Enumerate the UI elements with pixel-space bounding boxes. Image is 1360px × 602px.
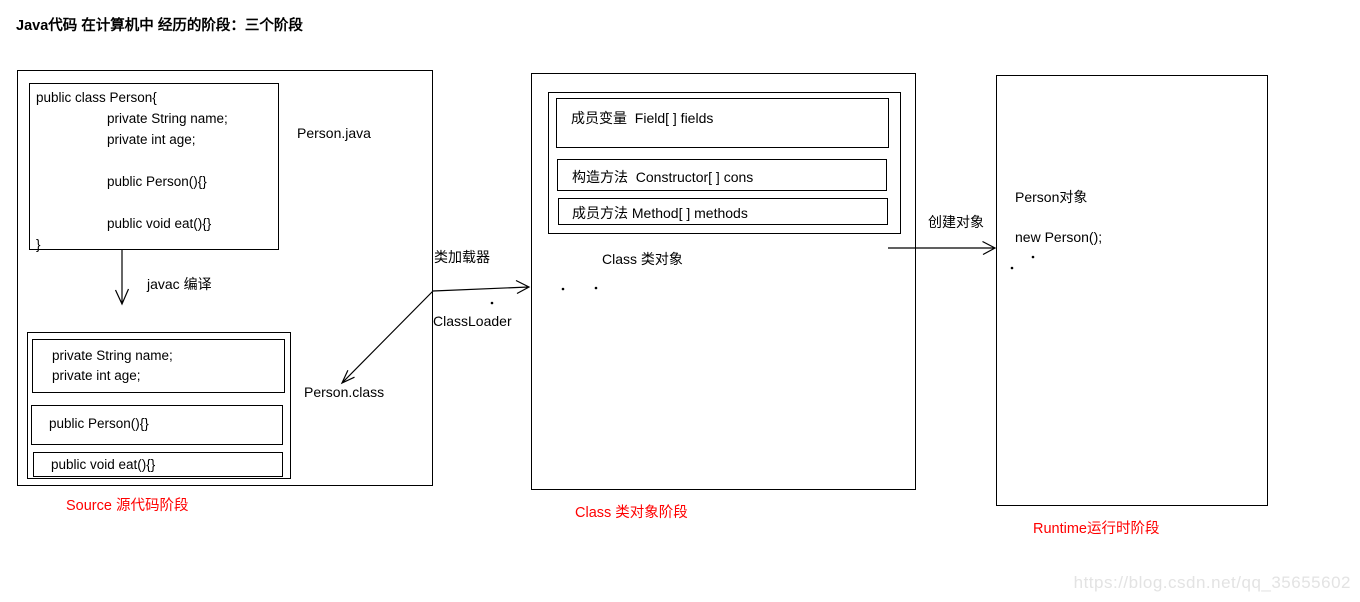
person-java-label: Person.java bbox=[297, 125, 371, 141]
source-code-box: public class Person{ private String name… bbox=[29, 83, 279, 252]
runtime-stage-box bbox=[996, 75, 1268, 506]
class-loader-cn-label: 类加载器 bbox=[434, 249, 490, 265]
class-loader-arrow bbox=[432, 279, 531, 295]
source-code-text: public class Person{ private String name… bbox=[36, 90, 228, 252]
person-object-label: Person对象 bbox=[1015, 189, 1088, 205]
class-file-method-box: public void eat(){} bbox=[33, 452, 283, 477]
class-file-fields-text: private String name; private int age; bbox=[52, 348, 173, 383]
class-loader-en-label: ClassLoader bbox=[433, 313, 512, 329]
class-methods-row: 成员方法 Method[ ] methods bbox=[558, 198, 888, 225]
class-fields-row: 成员变量 Field[ ] fields bbox=[556, 98, 889, 148]
class-file-fields-box: private String name; private int age; bbox=[32, 339, 285, 393]
create-object-label: 创建对象 bbox=[928, 214, 984, 230]
new-person-code: new Person(); bbox=[1015, 229, 1103, 245]
source-stage-label: Source 源代码阶段 bbox=[66, 498, 189, 514]
watermark: https://blog.csdn.net/qq_35655602 bbox=[1073, 573, 1351, 592]
person-class-label: Person.class bbox=[304, 384, 385, 400]
class-file-constructor-text: public Person(){} bbox=[49, 416, 149, 431]
class-constructors-row: 构造方法 Constructor[ ] cons bbox=[557, 159, 887, 191]
class-file-method-text: public void eat(){} bbox=[51, 457, 156, 472]
class-file-constructor-box: public Person(){} bbox=[31, 405, 283, 445]
class-object-label: Class 类对象 bbox=[602, 251, 683, 267]
javac-compile-label: javac 编译 bbox=[147, 276, 212, 292]
class-stage-label: Class 类对象阶段 bbox=[575, 505, 688, 521]
runtime-stage-label: Runtime运行时阶段 bbox=[1033, 521, 1160, 537]
page-title: Java代码 在计算机中 经历的阶段：三个阶段 bbox=[16, 18, 303, 34]
ink-dot bbox=[490, 301, 494, 305]
